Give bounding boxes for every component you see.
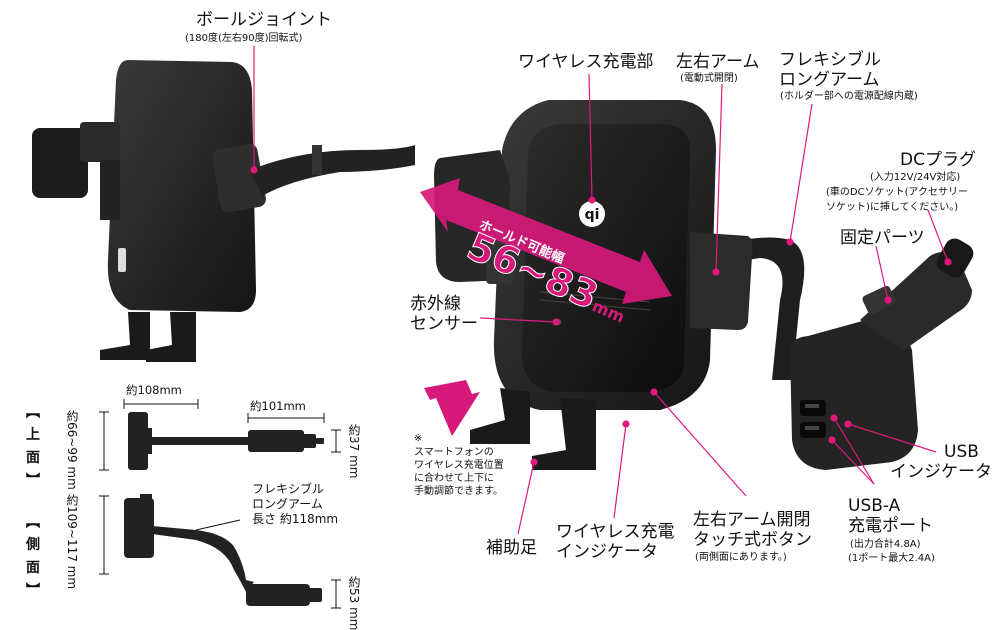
side-view-drawing	[124, 494, 322, 606]
callout-usb-port-sub2: (1ポート最大2.4A)	[848, 553, 935, 564]
callout-usb-port-line2: 充電ポート	[848, 516, 933, 536]
down-arrow-icon	[424, 380, 480, 436]
top-dimension-lines	[99, 399, 341, 471]
dim-side-plug-height: 約53 mm	[347, 576, 361, 630]
callout-flex-arm-sub: (ホルダー部への電源配線内蔵)	[780, 91, 918, 102]
dim-flex-line1: フレキシブル	[252, 482, 325, 496]
view-top-label: 【 上 面 】	[24, 404, 40, 489]
callout-support-foot: 補助足	[486, 538, 537, 558]
dim-side-height: 約109~117 mm	[65, 494, 79, 590]
callout-touch-button-line1: 左右アーム開閉	[693, 510, 811, 530]
callout-arms-title: 左右アーム	[676, 52, 760, 72]
dim-flex-line2: ロングアーム	[252, 497, 323, 511]
svg-text:qi: qi	[585, 207, 600, 223]
top-view-drawing	[128, 412, 324, 470]
callout-ir-sensor-line2: センサー	[410, 314, 478, 334]
side-dimension-lines	[99, 495, 341, 609]
callout-dc-plug-sub1: (入力12V/24V対応)	[870, 172, 961, 183]
note-line4: 手動調節できます。	[414, 486, 503, 497]
callout-dc-plug-sub3: ソケット)に挿してください。)	[826, 202, 959, 213]
callout-wireless-indicator-line1: ワイヤレス充電	[556, 522, 675, 542]
view-side-label: 【 側 面 】	[24, 514, 40, 599]
callout-dc-plug-title: DCプラグ	[900, 150, 976, 170]
callout-arms-sub: (電動式開閉)	[680, 73, 738, 84]
callout-touch-button-sub: (両側面にあります。)	[695, 552, 787, 563]
note-line3: に合わせて上下に	[414, 473, 494, 484]
callout-usb-port-line1: USB-A	[848, 496, 901, 516]
callout-flex-arm-line1: フレキシブル	[779, 50, 881, 70]
callout-ball-joint-sub: (180度(左右90度)回転式)	[185, 33, 303, 44]
callout-lines	[250, 46, 952, 535]
callout-usb-indicator-line1: USB	[944, 442, 979, 462]
callout-flex-arm-line2: ロングアーム	[779, 70, 880, 90]
dim-top-width: 約108mm	[126, 383, 182, 397]
hold-width-arrow	[420, 178, 672, 304]
callout-usb-indicator-line2: インジケータ	[890, 462, 992, 482]
back-view-holder	[32, 60, 415, 362]
note-line2: ワイヤレス充電位置	[414, 460, 504, 471]
car-adapter	[790, 238, 974, 470]
dim-flex-line3: 長さ 約118mm	[252, 512, 339, 526]
callout-ball-joint-title: ボールジョイント	[196, 10, 332, 30]
callout-wireless-charger: ワイヤレス充電部	[518, 52, 654, 72]
callout-wireless-indicator-line2: インジケータ	[556, 542, 658, 562]
callout-usb-port-sub1: (出力合計4.8A)	[850, 539, 921, 550]
callout-dc-plug-sub2: (車のDCソケット(アクセサリー	[826, 187, 968, 198]
dim-top-plug-width: 約101mm	[250, 399, 306, 413]
callout-fixed-parts: 固定パーツ	[840, 228, 925, 248]
callout-touch-button-line2: タッチ式ボタン	[693, 530, 812, 550]
callout-ir-sensor-line1: 赤外線	[410, 294, 461, 314]
note-line1: スマートフォンの	[414, 447, 494, 458]
note-mark: ※	[414, 433, 423, 444]
dim-top-height: 約66~99 mm	[65, 410, 79, 490]
dim-top-plug-height: 約37 mm	[347, 424, 361, 479]
